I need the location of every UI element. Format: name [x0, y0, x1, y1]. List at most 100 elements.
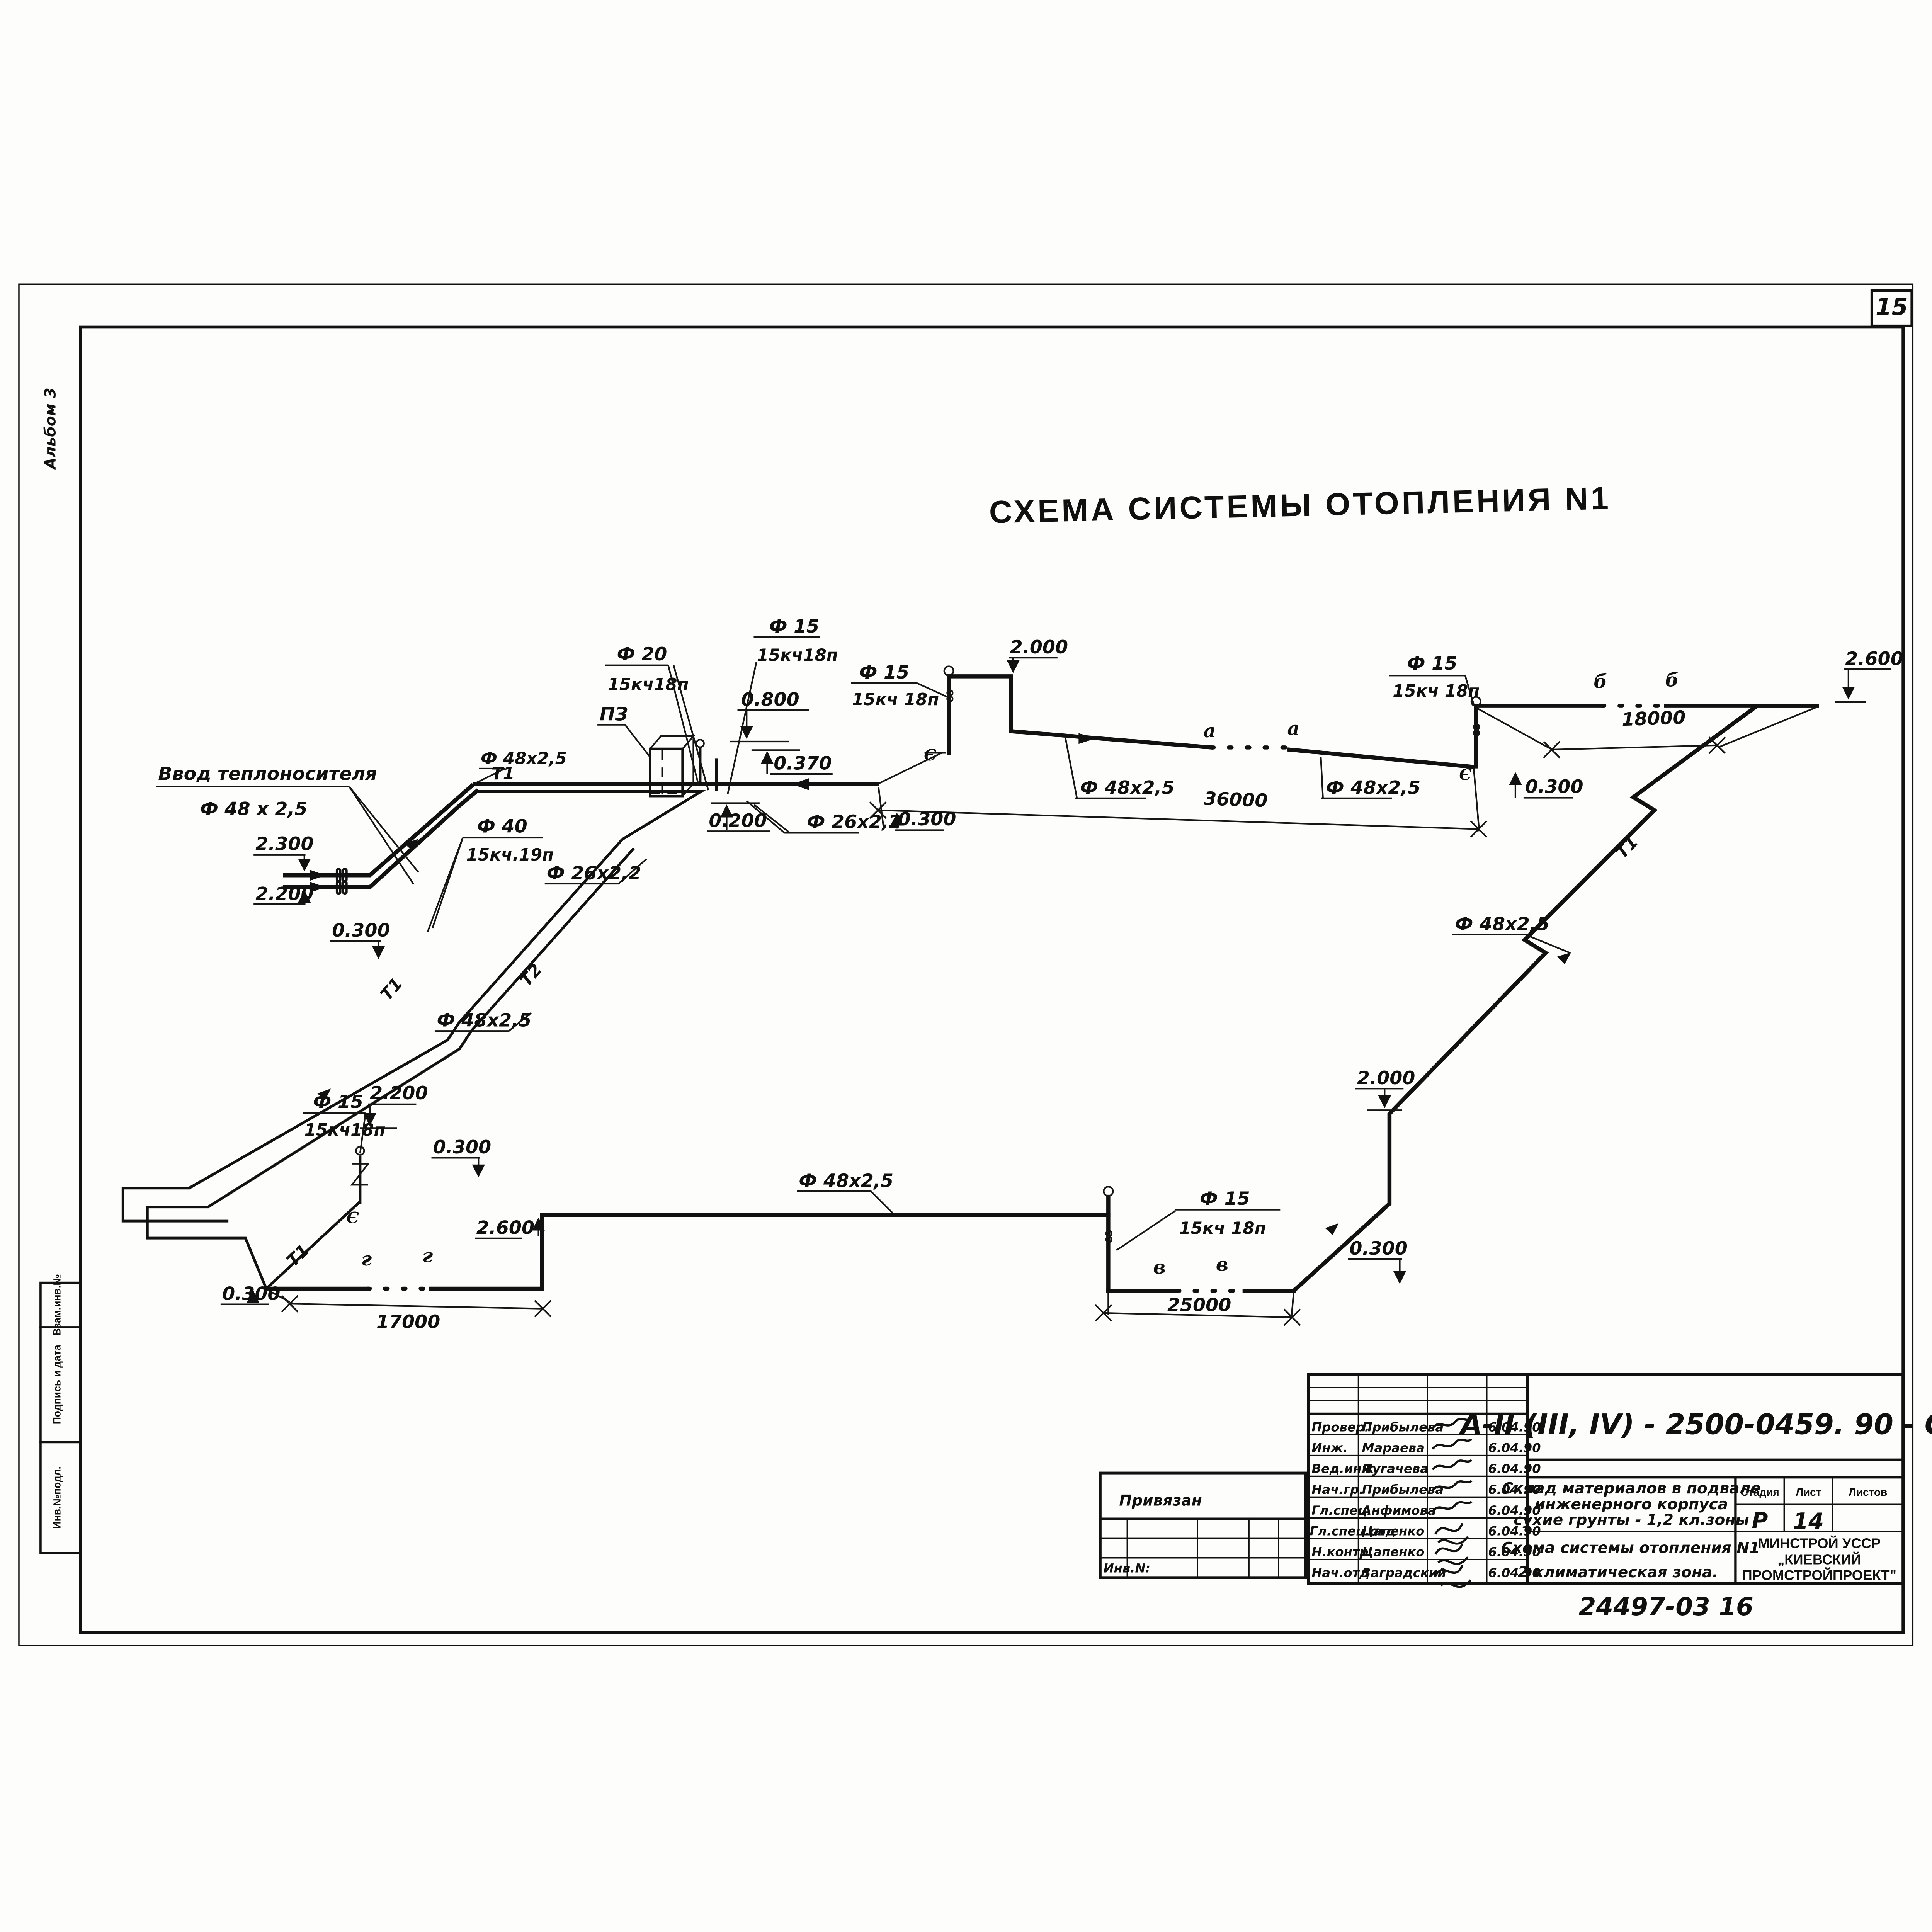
d20-label: Ф 20 [617, 644, 667, 665]
d15-mid-valve-label: 15кч 18п [852, 690, 939, 709]
d48-left-diag-leader [434, 1012, 532, 1032]
d26-left-label: Ф 26х2,2 [547, 863, 641, 884]
row-name: Прибылева [1362, 1420, 1444, 1434]
margin-box-3 [39, 1441, 82, 1554]
org-line-3: ПРОМСТРОЙПРОЕКТ" [1742, 1567, 1896, 1583]
t1-label-a: Т1 [492, 764, 515, 784]
d48-mid-left-leader [1064, 736, 1146, 799]
stage-label: Стадия [1740, 1486, 1779, 1498]
sheet-number-value: 14 [1793, 1508, 1824, 1534]
sheet-title: Схема системы отопления N1 [1502, 1539, 1760, 1557]
row-date: 6.04.90 [1488, 1503, 1541, 1518]
page-number-box [1870, 289, 1913, 327]
binding-table-outline [1099, 1471, 1307, 1579]
d15-bottom-right-label: Ф 15 [1200, 1188, 1250, 1209]
d48-left-diag-label: Ф 48х2,5 [437, 1010, 532, 1031]
drawing-title: СХЕМА СИСТЕМЫ ОТОПЛЕНИЯ N1 [989, 480, 1612, 530]
d48-t1-label: Ф 48х2,5 [481, 749, 567, 769]
project-line-2: инженерного корпуса [1535, 1496, 1728, 1513]
row-date: 6.04.90 [1488, 1461, 1541, 1476]
row-date: 6.04.90 [1488, 1524, 1541, 1539]
album-label: Альбом 3 [42, 388, 59, 470]
elev-2000-mid: 2.000 [1010, 637, 1068, 658]
d48-mid-right-leader [1320, 757, 1392, 799]
margin-label-3: Инв.№подл. [51, 1466, 63, 1529]
org-line-1: МИНСТРОЙ УССР [1758, 1535, 1881, 1551]
flow-arrow-icon-t1 [792, 778, 809, 790]
row-name: Цапенко [1362, 1524, 1425, 1539]
flow-arrow-icon-inlet2 [310, 882, 326, 893]
d48-right-diag-label: Ф 48х2,5 [1455, 913, 1549, 935]
flow-arrow-icon-mid [1078, 733, 1095, 744]
d40-leader [427, 837, 543, 932]
d40-valve-label: 15кч.19п [466, 845, 554, 865]
x-marks [281, 736, 1726, 1326]
section-g2: г [422, 1244, 433, 1267]
dim-18000-line [1477, 706, 1816, 751]
d15-right-valve-label: 15кч 18п [1393, 682, 1480, 701]
section-v1: в [1153, 1256, 1165, 1278]
d15-z-label: Ф 15 [313, 1092, 363, 1113]
middle-long-pipe [1009, 729, 1476, 769]
slope-arrow-icon-3 [317, 1088, 331, 1101]
inv-no-label: Инв.N: [1104, 1561, 1151, 1576]
d48-bottom-leader [797, 1190, 893, 1214]
row-date: 6.04.90 [1488, 1482, 1541, 1497]
elev-2600-right: 2.600 [1845, 648, 1903, 670]
middle-vent-icon [943, 665, 954, 677]
top-right-vent-icon [1470, 696, 1481, 707]
t1-diag-bottom-left [265, 1201, 361, 1290]
elev-0300-inlet: 0.300 [332, 920, 390, 941]
title-block: А-II (III, IV) - 2500-0459. 90 - ОВ Пров… [1099, 1373, 1932, 1621]
signature-rows: Провер. Прибылева 6.04.90 Инж. Мараева 6… [1310, 1417, 1541, 1588]
elev-0300-mid-right: 0.300 [1525, 776, 1583, 798]
z-riser-vent-icon [355, 1146, 365, 1156]
inlet-name-label: Ввод теплоносителя [158, 763, 377, 784]
section-g1: г [361, 1248, 372, 1270]
d48-bottom-label: Ф 48х2,5 [799, 1170, 893, 1192]
bottom-right-valve-icon2 [1105, 1236, 1112, 1243]
binding-label: Привязан [1119, 1492, 1202, 1510]
elev-2600-bl: 2.600 [476, 1218, 534, 1239]
margin-label-1: Взам.инв.№ [51, 1274, 63, 1336]
climate-zone: 2 климатическая зона. [1518, 1564, 1718, 1581]
dim-25000: 25000 [1167, 1295, 1231, 1316]
elev-0300-z: 0.300 [433, 1137, 491, 1158]
flow-arrow-icon-inlet1 [310, 870, 326, 881]
diagram-labels: Ввод теплоносителя Ф 48 х 2,5 2.300 2.20… [158, 616, 1903, 1333]
inlet-size-label: Ф 48 х 2,5 [200, 798, 308, 820]
dim-36000: 36000 [1203, 788, 1268, 812]
elev-0370: 0.370 [774, 753, 832, 774]
left-diagonal-1 [121, 838, 624, 1223]
elev-0300-bl: 0.300 [222, 1283, 280, 1304]
row-role: Инж. [1311, 1440, 1347, 1455]
row-date: 6.04.90 [1488, 1440, 1541, 1455]
margin-label-2: Подпись и дата [51, 1345, 63, 1424]
row-name: Заградский [1362, 1565, 1446, 1580]
binding-table: Привязан Инв.N: [1099, 1471, 1307, 1579]
section-b2: б [1665, 668, 1679, 691]
t1-thin-diagonal [877, 752, 944, 785]
page-number: 15 [1876, 294, 1908, 321]
row-role: Нач.гр. [1311, 1482, 1364, 1497]
e-mark-2: Є [1459, 765, 1471, 784]
bottom-right-vent-icon [1103, 1186, 1114, 1197]
row-role: Провер. [1311, 1420, 1369, 1434]
inner-border [79, 325, 1905, 1634]
row-role: Вед.инж. [1311, 1461, 1379, 1476]
dim-25000-line [1103, 1291, 1295, 1318]
section-b1: б [1594, 670, 1607, 692]
dimension-lines [266, 706, 1816, 1326]
d48-mid-left-label: Ф 48х2,5 [1080, 777, 1175, 799]
binding-table-grid [1100, 1517, 1306, 1578]
heat-unit-dashed [650, 750, 683, 795]
project-line-1: Склад материалов в подвале [1502, 1480, 1761, 1497]
elev-0300-rb: 0.300 [1349, 1238, 1407, 1259]
doc-number: А-II (III, IV) - 2500-0459. 90 - ОВ [1459, 1408, 1932, 1441]
t1-left-diag-label: Т1 [377, 974, 406, 1004]
d15-right-leader [1389, 675, 1475, 705]
sheet-frame: 15 Альбом 3 Взам.инв.№ Подпись и дата Ин… [18, 283, 1914, 1646]
piping-network [121, 665, 1819, 1294]
d15-mid-leader [851, 682, 947, 697]
slope-arrow-icon-1 [404, 838, 418, 851]
